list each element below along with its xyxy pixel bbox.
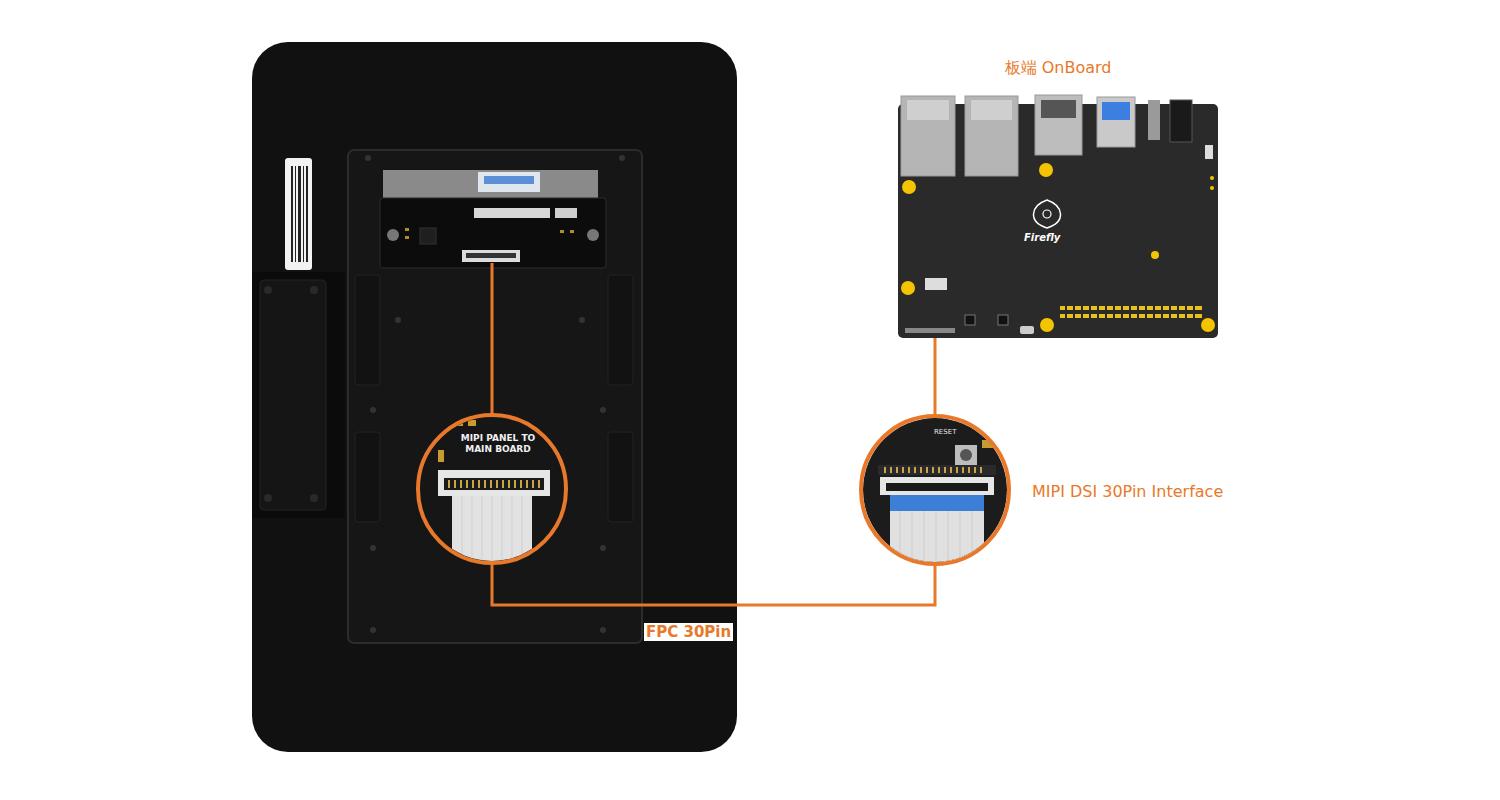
zoom-detail [855, 410, 1025, 581]
tablet-back [252, 42, 737, 752]
board-heading: 板端 OnBoard [898, 58, 1218, 79]
zoom-circle: MIPI PANEL TO MAIN BOARD [416, 413, 568, 565]
fpc-cable-line [934, 338, 937, 414]
silkscreen-text: RESET [934, 428, 956, 436]
brand-logo-text: Firefly [1024, 232, 1060, 243]
firefly-board [898, 95, 1218, 338]
leader-line [491, 263, 494, 415]
edge-label: FPC 30Pin [644, 623, 733, 641]
fpc-cable-line [492, 565, 935, 605]
interface-label: MIPI DSI 30Pin Interface [1032, 482, 1223, 501]
zoom-detail [410, 410, 580, 576]
zoom-circle: MIPI DSI 30Pin Interface [859, 414, 1011, 566]
board-node: 板端 OnBoard [898, 100, 1218, 338]
silkscreen-text: MIPI PANEL TO MAIN BOARD [456, 433, 540, 456]
